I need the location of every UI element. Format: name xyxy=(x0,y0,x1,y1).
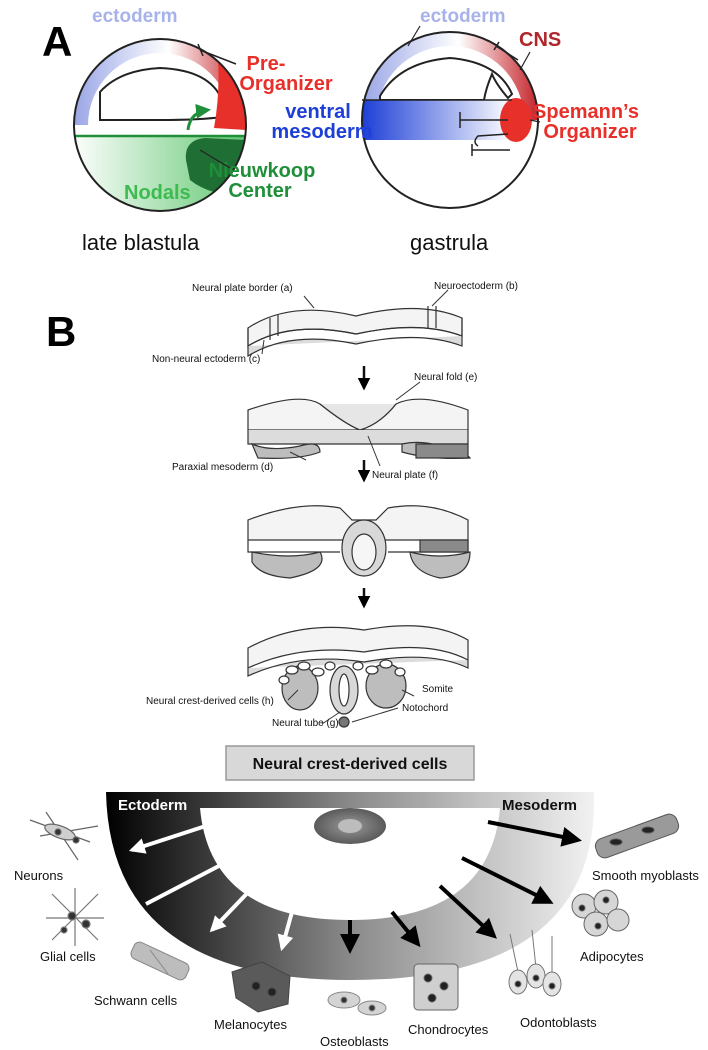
osteoblasts-illustration xyxy=(328,992,386,1015)
label-chondrocytes: Chondrocytes xyxy=(408,1022,489,1037)
chondrocytes-illustration xyxy=(414,964,458,1010)
label-spemann-2: Organizer xyxy=(543,121,637,143)
label-neural-crest-derived: Neural crest-derived cells (h) xyxy=(146,696,274,707)
label-somite: Somite xyxy=(422,684,454,695)
stage-late-blastula: late blastula xyxy=(82,230,200,255)
glial-illustration xyxy=(46,888,104,946)
label-ventral-1: ventral xyxy=(285,101,351,123)
label-neural-plate-border: Neural plate border (a) xyxy=(192,283,293,294)
neurons-illustration xyxy=(30,812,98,860)
label-osteoblasts: Osteoblasts xyxy=(320,1034,389,1049)
label-neuroectoderm: Neuroectoderm (b) xyxy=(434,281,518,292)
label-neurons: Neurons xyxy=(14,868,64,883)
neural-crest-title-box: Neural crest-derived cells xyxy=(226,746,474,780)
label-adipocytes: Adipocytes xyxy=(580,949,644,964)
label-schwann: Schwann cells xyxy=(94,993,178,1008)
label-pre-organizer-1: Pre- xyxy=(247,53,286,75)
label-neural-tube: Neural tube (g) xyxy=(272,718,339,729)
label-paraxial-mesoderm: Paraxial mesoderm (d) xyxy=(172,462,273,473)
schwann-illustration xyxy=(129,940,191,982)
label-melanocytes: Melanocytes xyxy=(214,1017,287,1032)
label-neural-fold: Neural fold (e) xyxy=(414,372,477,383)
label-gastrula-ectoderm: ectoderm xyxy=(420,6,506,27)
panel-a-letter: A xyxy=(42,18,72,65)
gastrula-diagram xyxy=(360,30,540,220)
label-notochord: Notochord xyxy=(402,703,448,714)
adipocytes-illustration xyxy=(572,890,629,936)
label-neural-plate: Neural plate (f) xyxy=(372,470,438,481)
stage-2-neural-fold xyxy=(248,399,470,458)
label-mesoderm-lineage: Mesoderm xyxy=(502,797,577,814)
label-smooth-myoblasts: Smooth myoblasts xyxy=(592,868,699,883)
label-nieuwkoop-2: Center xyxy=(228,180,292,202)
label-cns: CNS xyxy=(519,29,561,51)
smooth-myoblasts-illustration xyxy=(593,812,681,860)
label-ventral-2: mesoderm xyxy=(271,121,372,143)
label-nieuwkoop-1: Nieuwkoop xyxy=(209,160,316,182)
label-nodals: Nodals xyxy=(124,182,191,204)
label-spemann-1: Spemann’s xyxy=(533,101,639,123)
stage-1-neural-plate xyxy=(248,306,462,356)
label-odontoblasts: Odontoblasts xyxy=(520,1015,597,1030)
stage-3-tube-closing xyxy=(248,506,470,578)
label-pre-organizer-2: Organizer xyxy=(239,73,333,95)
label-ectoderm: ectoderm xyxy=(92,6,178,27)
panel-b-letter: B xyxy=(46,308,76,355)
neurulation-sequence xyxy=(248,306,470,727)
label-glial: Glial cells xyxy=(40,949,96,964)
stage-gastrula: gastrula xyxy=(410,230,489,255)
label-ectoderm-lineage: Ectoderm xyxy=(118,797,187,814)
neural-crest-title: Neural crest-derived cells xyxy=(253,756,448,773)
label-non-neural-ectoderm: Non-neural ectoderm (c) xyxy=(152,354,260,365)
